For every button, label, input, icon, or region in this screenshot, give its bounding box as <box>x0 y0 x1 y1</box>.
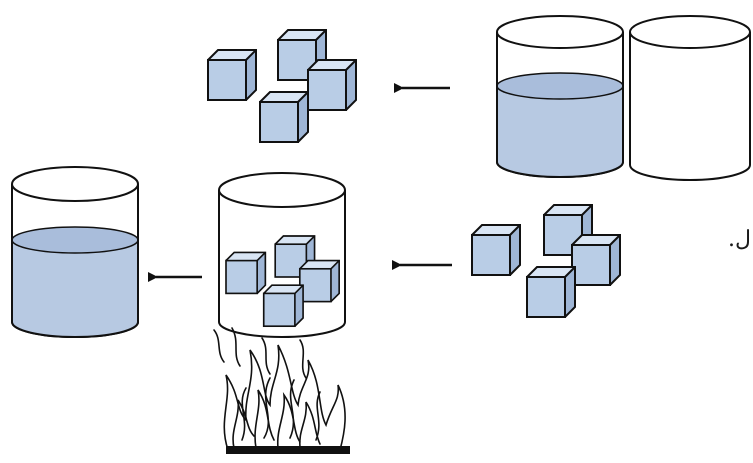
beaker-ice-heated <box>218 172 346 338</box>
fire-icon <box>213 327 350 454</box>
ice-cubes-icon <box>207 29 357 143</box>
beaker-empty <box>629 15 751 181</box>
edge-text: .ل <box>728 227 751 252</box>
ice-cubes-icon <box>471 204 621 318</box>
beaker-water-full <box>496 15 624 178</box>
beaker-melted-water <box>11 166 139 338</box>
